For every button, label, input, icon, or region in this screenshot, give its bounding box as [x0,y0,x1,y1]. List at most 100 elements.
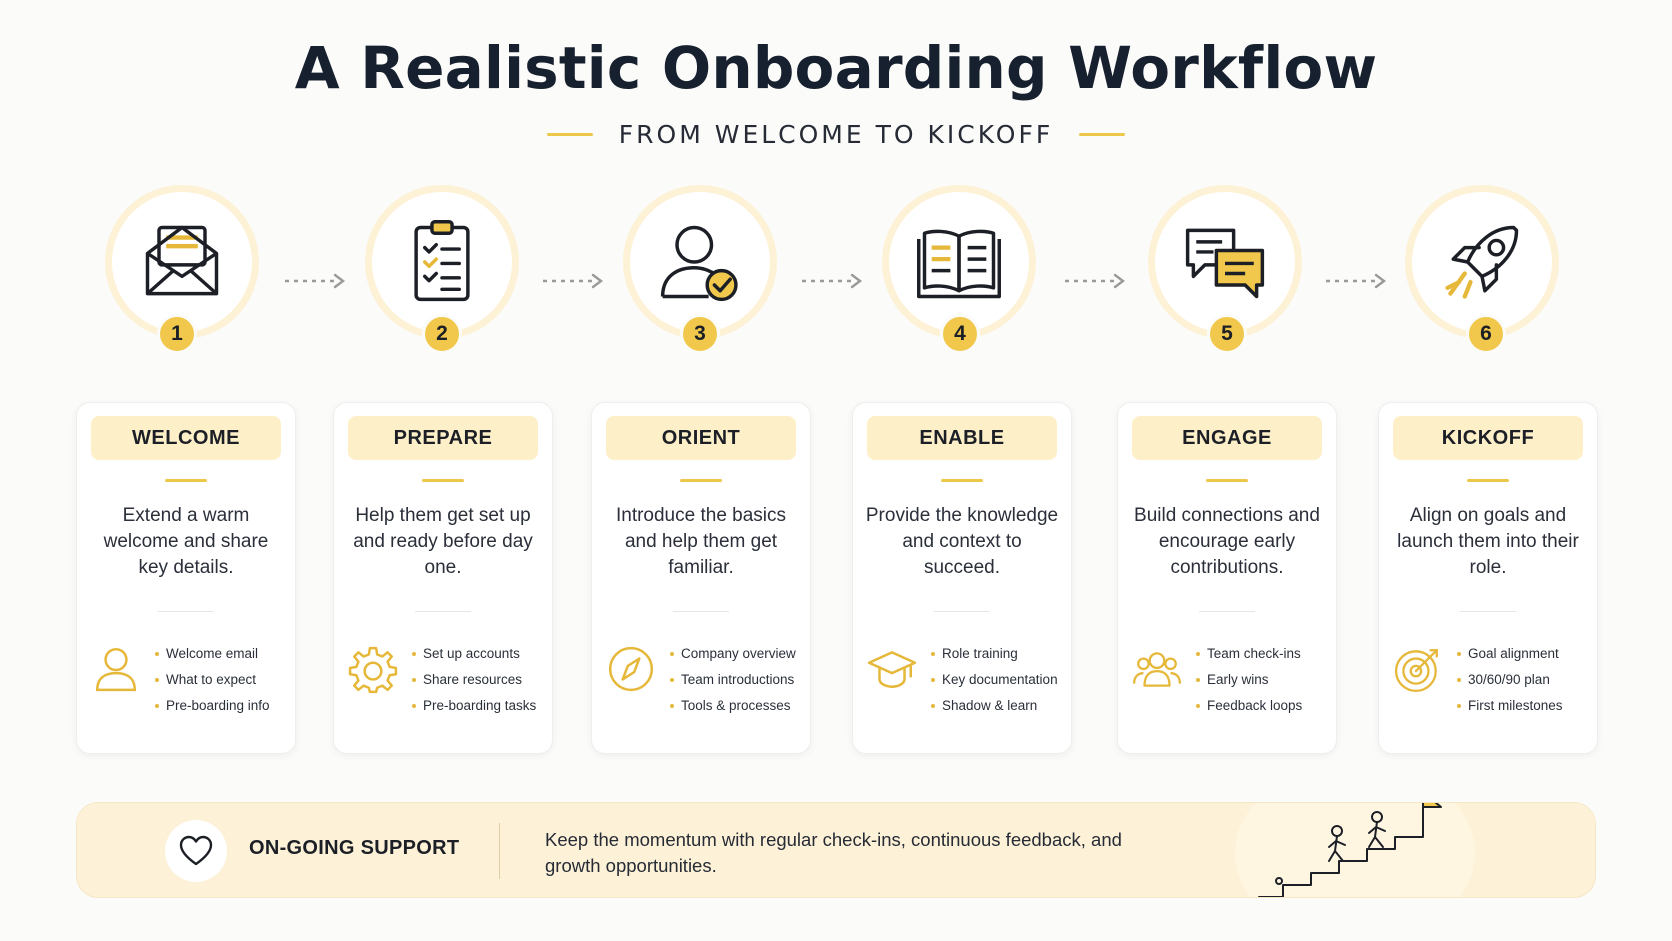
compass-icon [608,646,654,692]
banner-glow [1235,803,1475,897]
step-card-kickoff: KICKOFF Align on goals and launch them i… [1378,402,1598,754]
list-item: Tools & processes [670,693,804,719]
subtitle-right-rule [1079,133,1126,136]
step-card-enable: ENABLE Provide the knowledge and context… [852,402,1072,754]
flow-arrow-5 [1326,273,1386,289]
step-5-number: 5 [1207,314,1247,354]
step-card-prepare: PREPARE Help them get set up and ready b… [333,402,553,754]
card-description: Align on goals and launch them into thei… [1397,505,1579,578]
team-icon [1132,652,1182,687]
list-item: Role training [931,641,1065,667]
card-accent-rule [680,479,722,482]
list-item: Team check-ins [1196,641,1330,667]
card-detail-icon [346,639,400,699]
card-description: Provide the knowledge and context to suc… [865,505,1059,578]
step-6-icon-circle [1405,185,1559,339]
step-4-number: 4 [940,314,980,354]
list-item: What to expect [155,667,289,693]
person-icon [95,647,137,692]
list-item: First milestones [1457,693,1591,719]
card-title: KICKOFF [1393,416,1583,460]
step-5-icon-circle [1148,185,1302,339]
card-detail-icon [604,639,658,699]
gear-icon [348,646,398,694]
card-detail-icon [1130,639,1184,699]
card-item-list: Set up accounts Share resources Pre-boar… [412,641,546,719]
card-accent-rule [422,479,464,482]
card-accent-rule [1206,479,1248,482]
page-subtitle: FROM WELCOME TO KICKOFF [618,120,1054,149]
graduation-cap-icon [867,651,917,688]
card-item-list: Goal alignment 30/60/90 plan First miles… [1457,641,1591,719]
ongoing-support-banner: ON-GOING SUPPORT Keep the momentum with … [76,802,1596,898]
list-item: Goal alignment [1457,641,1591,667]
support-label: ON-GOING SUPPORT [249,837,460,859]
page-title: A Realistic Onboarding Workflow [294,34,1378,102]
step-1-icon-circle [105,185,259,339]
card-detail-icon [1391,639,1445,699]
list-item: Pre-boarding tasks [412,693,546,719]
step-card-welcome: WELCOME Extend a warm welcome and share … [76,402,296,754]
card-divider [1460,611,1516,612]
subtitle-row: FROM WELCOME TO KICKOFF [0,120,1672,149]
card-description: Introduce the basics and help them get f… [615,505,787,578]
card-title: ORIENT [606,416,796,460]
checklist-icon [414,220,470,302]
card-item-list: Team check-ins Early wins Feedback loops [1196,641,1330,719]
card-detail-icon [89,639,143,699]
card-divider [934,611,990,612]
step-1-number: 1 [157,314,197,354]
flow-arrow-2 [543,273,603,289]
step-2-number: 2 [422,314,462,354]
card-description: Build connections and encourage early co… [1134,505,1320,578]
card-divider [415,611,471,612]
user-check-icon [660,225,738,302]
flow-arrow-1 [285,273,345,289]
subtitle-left-rule [546,133,593,136]
chat-bubbles-icon [1185,228,1265,299]
heart-badge [165,820,227,882]
step-3-icon-circle [623,185,777,339]
card-title: ENGAGE [1132,416,1322,460]
step-card-engage: ENGAGE Build connections and encourage e… [1117,402,1337,754]
step-2-icon-circle [365,185,519,339]
stairs-climbers-flag-icon [1258,803,1442,897]
list-item: Team introductions [670,667,804,693]
list-item: Share resources [412,667,546,693]
target-icon [1394,649,1438,693]
step-6-number: 6 [1466,314,1506,354]
step-card-orient: ORIENT Introduce the basics and help the… [591,402,811,754]
support-description: Keep the momentum with regular check-ins… [545,829,1122,876]
list-item: Welcome email [155,641,289,667]
card-item-list: Company overview Team introductions Tool… [670,641,804,719]
card-detail-icon [865,639,919,699]
list-item: Pre-boarding info [155,693,289,719]
support-separator [499,823,500,879]
list-item: Set up accounts [412,641,546,667]
list-item: Early wins [1196,667,1330,693]
heart-icon [179,835,213,866]
card-accent-rule [1467,479,1509,482]
card-accent-rule [941,479,983,482]
list-item: Feedback loops [1196,693,1330,719]
flow-arrow-3 [802,273,862,289]
open-book-icon [917,229,1001,299]
list-item: Company overview [670,641,804,667]
list-item: 30/60/90 plan [1457,667,1591,693]
rocket-icon [1445,225,1519,299]
card-divider [1199,611,1255,612]
card-title: ENABLE [867,416,1057,460]
card-divider [158,611,214,612]
card-divider [673,611,729,612]
card-description: Help them get set up and ready before da… [353,505,533,578]
card-accent-rule [165,479,207,482]
card-title: WELCOME [91,416,281,460]
list-item: Shadow & learn [931,693,1065,719]
card-item-list: Role training Key documentation Shadow &… [931,641,1065,719]
list-item: Key documentation [931,667,1065,693]
card-item-list: Welcome email What to expect Pre-boardin… [155,641,289,719]
card-title: PREPARE [348,416,538,460]
flow-arrow-4 [1065,273,1125,289]
step-3-number: 3 [680,314,720,354]
card-description: Extend a warm welcome and share key deta… [103,505,269,578]
